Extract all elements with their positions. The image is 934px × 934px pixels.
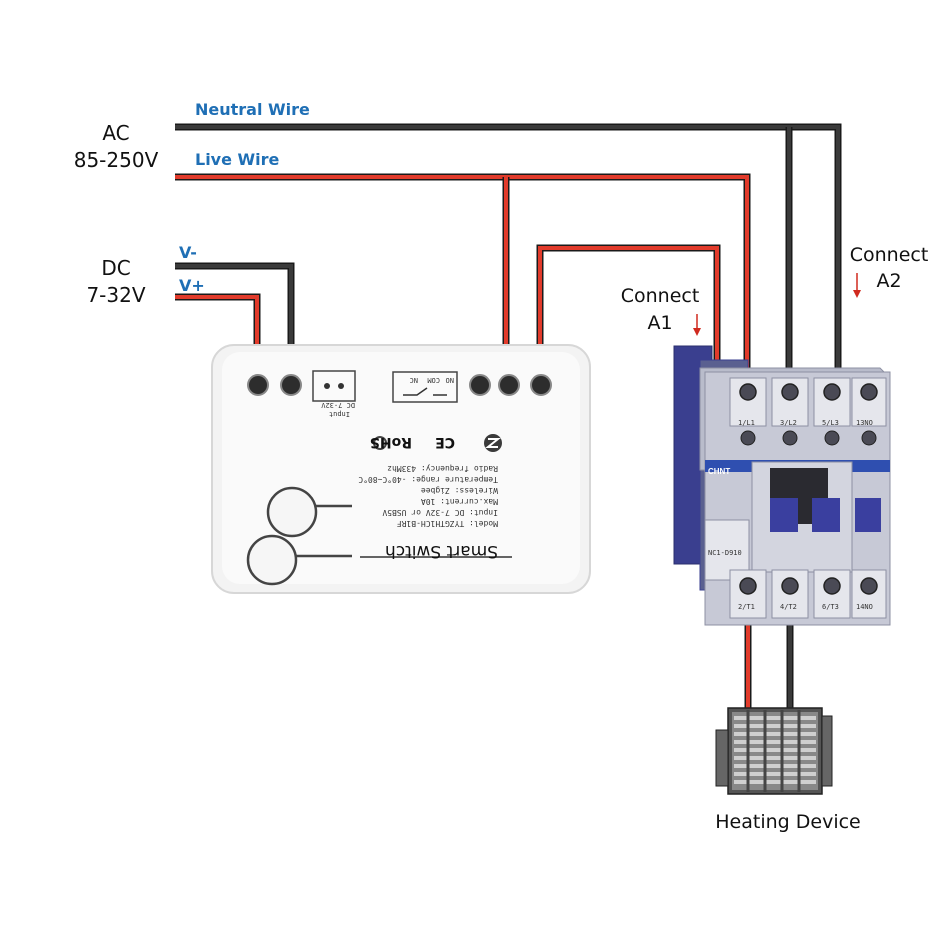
- module-no-label: NO: [446, 376, 454, 384]
- button-2: [246, 534, 298, 586]
- recycle-icon: [373, 436, 387, 450]
- module-title: Smart Switch: [385, 541, 498, 561]
- contactor-screw-t3: [823, 577, 841, 595]
- input-pin-2: [338, 383, 344, 389]
- contactor-screw-row2-3: [824, 430, 840, 446]
- a1-arrow-icon: [693, 314, 701, 336]
- dc-label: DC: [101, 256, 130, 280]
- contactor-screw-13no: [860, 383, 878, 401]
- terminal-com: [498, 374, 520, 396]
- dc-voltage-label: 7-32V: [86, 283, 145, 307]
- connect-a2-line1: Connect: [850, 244, 929, 266]
- module-print: Input DC 7-32V NO COM NC RoHS CE Radio f…: [320, 376, 498, 561]
- contactor-brand: CHNT: [708, 467, 730, 476]
- contactor-model: NC1-D910: [708, 549, 742, 557]
- contactor-screw-row2-4: [861, 430, 877, 446]
- live-wire-core: [175, 175, 749, 420]
- module-wireless: Wireless: Zigbee: [421, 486, 498, 495]
- dc-minus-core: [175, 264, 293, 382]
- module-model: Model: TYZGTH1CH-B1RF: [397, 519, 498, 528]
- contactor: 1/L1 3/L2 5/L3 13NO 2/T1 4/T2 6/T3 14NO …: [673, 345, 891, 626]
- neutral-wire-label: Neutral Wire: [195, 100, 310, 119]
- terminal-label-bottom-3: 6/T3: [822, 603, 839, 611]
- terminal-label-bottom-4: 14NO: [856, 603, 873, 611]
- heating-device: [715, 707, 833, 795]
- terminal-label-top-2: 3/L2: [780, 419, 797, 427]
- module-ce: CE: [435, 434, 455, 450]
- a2-arrow-icon: [853, 273, 861, 298]
- module-dc-label: DC 7-32V: [320, 401, 355, 409]
- terminal-label-top-3: 5/L3: [822, 419, 839, 427]
- neutral-wire-core: [175, 125, 840, 382]
- module-input-label: Input: [329, 410, 350, 418]
- heating-device-label: Heating Device: [715, 811, 860, 833]
- module-input: Input: DC 7-32V or USB5V: [382, 508, 498, 517]
- contactor-screw-14no: [860, 577, 878, 595]
- heater-fins: [734, 716, 816, 784]
- module-com-label: COM: [427, 376, 440, 384]
- ac-label: AC: [102, 121, 129, 145]
- connect-a1-line1: Connect: [621, 285, 700, 307]
- input-symbol-box: [312, 370, 356, 402]
- module-nc-label: NC: [410, 376, 418, 384]
- contactor-actuator-side: [855, 498, 881, 532]
- relay-contact-icon: [403, 387, 447, 396]
- module-rohs: RoHS: [370, 434, 412, 450]
- module-temp-range: Temperature range: -40°C~80°C: [358, 475, 498, 484]
- relay-symbol-box: [392, 371, 458, 403]
- input-pin-1: [324, 383, 330, 389]
- dc-minus-label: V-: [179, 243, 197, 262]
- connect-a2-line2: A2: [876, 270, 901, 292]
- terminal-label-top-1: 1/L1: [738, 419, 755, 427]
- terminal-dc-plus: [247, 374, 269, 396]
- button-1: [266, 486, 318, 538]
- terminal-label-bottom-1: 2/T1: [738, 603, 755, 611]
- contactor-screw-l1: [739, 383, 757, 401]
- dc-plus-label: V+: [179, 276, 205, 295]
- zigbee-z-icon: [485, 438, 501, 448]
- terminal-nc: [469, 374, 491, 396]
- smart-switch-module: [211, 344, 591, 594]
- contactor-screw-t2: [781, 577, 799, 595]
- module-max-current: Max.current: 10A: [421, 497, 498, 506]
- terminal-label-top-4: 13NO: [856, 419, 873, 427]
- contactor-actuator-right: [812, 498, 840, 532]
- contactor-actuator-left: [770, 498, 798, 532]
- connect-a1-line2: A1: [647, 312, 672, 334]
- terminal-no: [530, 374, 552, 396]
- contactor-screw-row2-2: [782, 430, 798, 446]
- terminal-label-bottom-2: 4/T2: [780, 603, 797, 611]
- terminal-dc-minus: [280, 374, 302, 396]
- contactor-screw-a1: [740, 430, 756, 446]
- module-radio-freq: Radio frequency: 433Mhz: [387, 464, 498, 473]
- contactor-screw-t1: [739, 577, 757, 595]
- contactor-screw-l2: [781, 383, 799, 401]
- contactor-screw-l3: [823, 383, 841, 401]
- ac-voltage-label: 85-250V: [74, 148, 159, 172]
- live-wire-label: Live Wire: [195, 150, 280, 169]
- no-to-a1-core: [538, 246, 719, 383]
